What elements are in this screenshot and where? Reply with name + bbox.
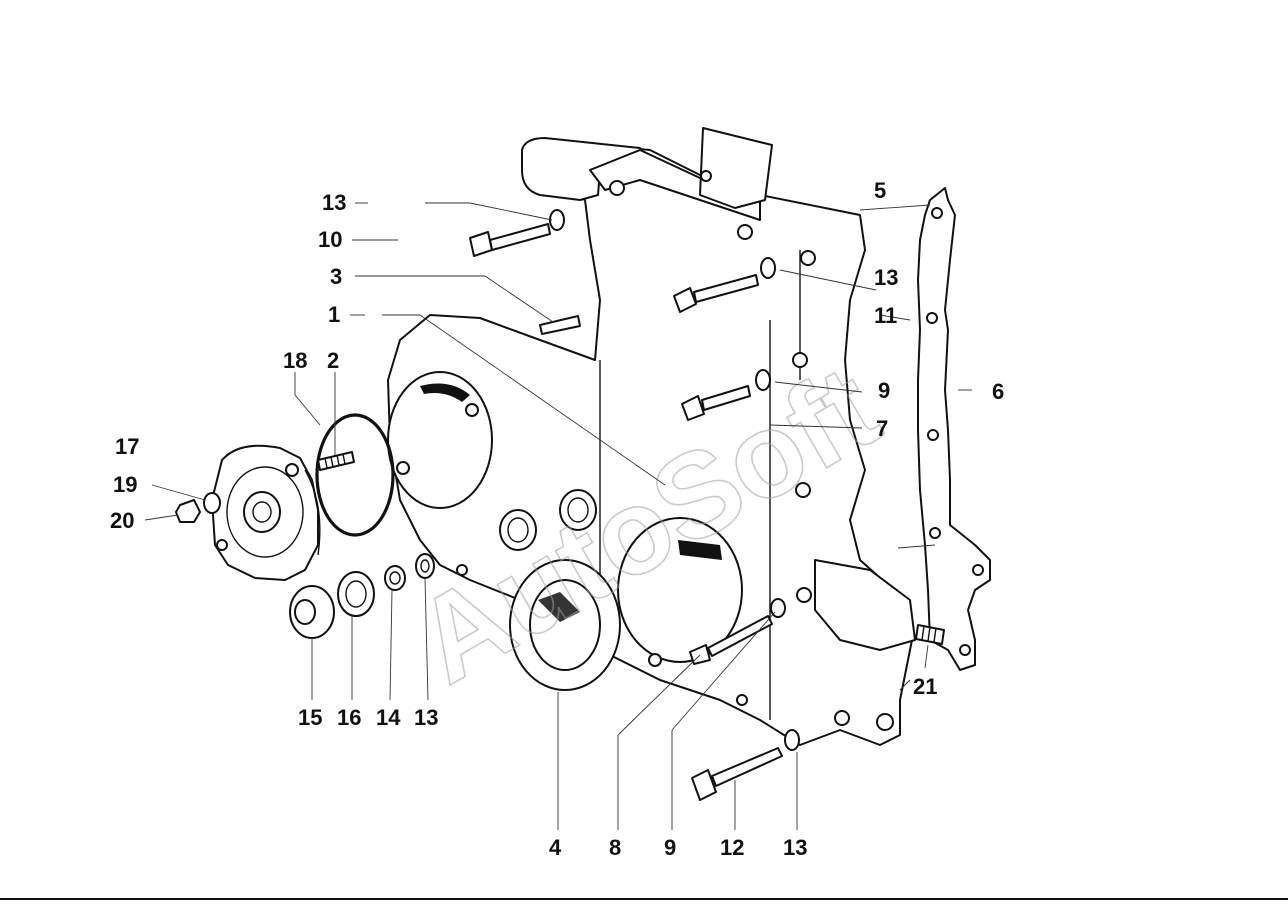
callout-3: 3 — [330, 264, 342, 289]
callout-6: 6 — [992, 379, 1004, 404]
gasket — [917, 187, 991, 671]
callout-18: 18 — [283, 348, 307, 373]
callout-7: 7 — [876, 416, 888, 441]
nut-and-washer — [175, 492, 221, 523]
callout-1: 1 — [328, 302, 340, 327]
callout-9: 9 — [664, 835, 676, 860]
callout-16: 16 — [337, 705, 361, 730]
callout-19: 19 — [113, 472, 137, 497]
callout-2: 2 — [327, 348, 339, 373]
callout-4: 4 — [549, 835, 562, 860]
callout-20: 20 — [110, 508, 134, 533]
bottom-rule — [0, 898, 1288, 900]
callout-21: 21 — [913, 674, 937, 699]
o-ring — [315, 413, 395, 537]
cover-plate — [211, 444, 321, 581]
callout-13: 13 — [414, 705, 438, 730]
callout-11: 11 — [874, 303, 897, 328]
callout-14: 14 — [376, 705, 401, 730]
callout-9: 9 — [878, 378, 890, 403]
callout-15: 15 — [298, 705, 322, 730]
leader-lines — [144, 202, 972, 830]
bolts — [469, 209, 945, 801]
callout-12: 12 — [720, 835, 744, 860]
callout-5: 5 — [874, 178, 886, 203]
callout-13: 13 — [322, 190, 346, 215]
plug-and-washers — [289, 553, 435, 639]
shaft-seal — [509, 559, 621, 691]
callout-10: 10 — [318, 227, 342, 252]
callout-17: 17 — [115, 434, 139, 459]
callout-13: 13 — [783, 835, 807, 860]
callout-13: 13 — [874, 265, 898, 290]
callout-labels: 13 10 3 1 18 2 17 19 20 5 13 11 9 6 7 21… — [110, 178, 1004, 860]
callout-8: 8 — [609, 835, 621, 860]
stud — [317, 451, 355, 471]
